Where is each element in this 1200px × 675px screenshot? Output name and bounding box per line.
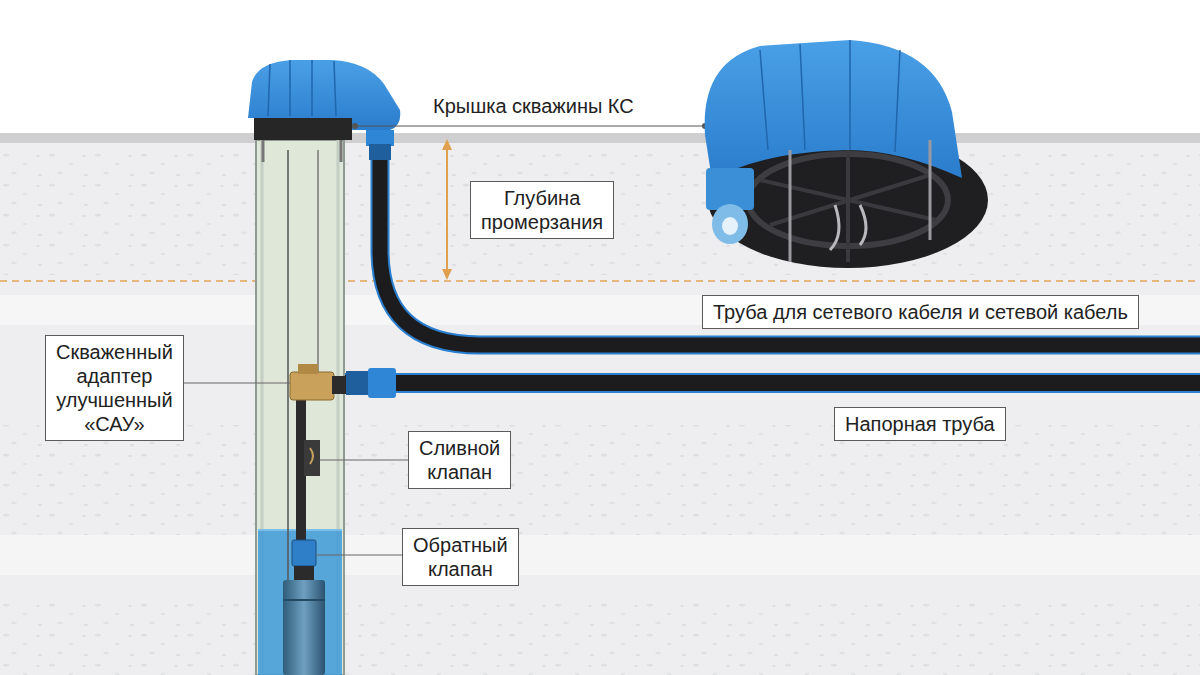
callout-box: Сливной клапан	[408, 431, 511, 489]
arrow-head	[442, 269, 452, 280]
dimension-line	[446, 146, 448, 274]
pump	[283, 580, 325, 675]
well-cap	[248, 60, 400, 130]
cap-flange	[254, 116, 352, 140]
cap-outlet	[706, 168, 754, 210]
callout-text: Обратный клапан	[413, 533, 508, 581]
pipe-fitting	[368, 368, 396, 398]
cap-outlet-end	[712, 204, 748, 244]
pressure-pipe-edge	[345, 373, 1200, 393]
callout-text: Напорная труба	[845, 412, 995, 436]
cap-outlet-nut	[369, 144, 391, 160]
cap-hook	[830, 205, 866, 250]
callout-text: Скваженный адаптер улучшенный «САУ»	[56, 340, 173, 436]
well-casing	[256, 140, 344, 675]
callout-text: Труба для сетевого кабеля и сетевой кабе…	[713, 300, 1128, 324]
cap-bolt	[789, 150, 792, 262]
adapter-outlet	[332, 376, 346, 394]
adapter-top	[298, 364, 318, 374]
pump-seam	[283, 599, 325, 601]
cap-body	[705, 40, 962, 180]
cap-outlet-hole	[722, 217, 738, 235]
arrow-head	[442, 139, 452, 150]
cap-bolt	[262, 138, 265, 162]
soil-texture	[0, 600, 1200, 675]
callout-text: Глубина промерзания	[481, 186, 603, 234]
soil-band	[0, 535, 1200, 575]
cap-bolt	[929, 140, 932, 240]
callout-box: Труба для сетевого кабеля и сетевой кабе…	[702, 295, 1139, 329]
safety-rope	[317, 150, 319, 372]
callout-box: Глубина промерзания	[470, 181, 614, 239]
sky	[0, 0, 1200, 137]
power-cable	[287, 150, 289, 585]
cap-ribs	[268, 60, 336, 116]
part-label: Крышка скважины КС	[430, 94, 637, 118]
callout-box: Напорная труба	[834, 407, 1006, 441]
drain-valve	[304, 440, 320, 476]
pump-outlet	[294, 566, 314, 580]
ground-surface	[0, 133, 1200, 143]
drain-valve-spring	[310, 448, 313, 464]
check-valve	[292, 540, 316, 566]
pipe-fitting-nut	[346, 371, 368, 395]
cap-bolt	[340, 138, 343, 162]
cap-body-ribs	[760, 40, 900, 152]
cap-product-image	[705, 40, 988, 268]
well-adapter	[290, 372, 334, 400]
leader-line	[355, 126, 705, 127]
soil-texture	[0, 425, 1200, 535]
leader-dot	[352, 123, 358, 129]
callout-box: Обратный клапан	[402, 528, 519, 586]
callout-box: Скваженный адаптер улучшенный «САУ»	[45, 335, 184, 441]
callout-text: Сливной клапан	[419, 436, 500, 484]
cap-outlet	[366, 130, 394, 146]
soil-texture	[0, 150, 1200, 275]
soil	[0, 137, 1200, 675]
water	[258, 530, 342, 675]
frost-line	[0, 280, 1200, 282]
pressure-pipe	[345, 375, 1200, 391]
